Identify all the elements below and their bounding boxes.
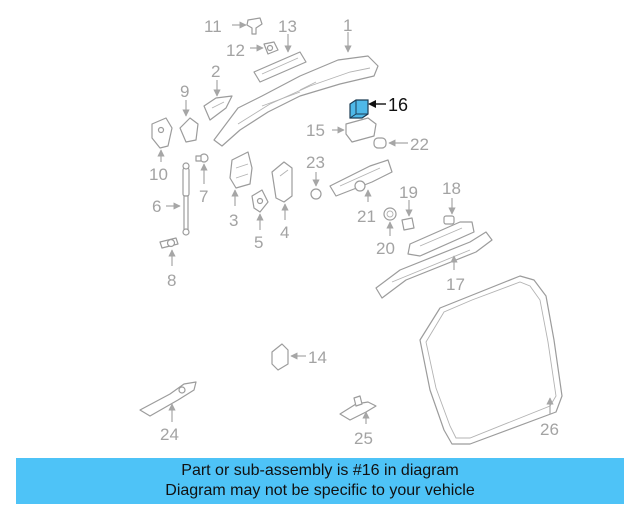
label-3: 3 [229, 211, 238, 230]
label-8: 8 [167, 271, 176, 290]
label-4: 4 [280, 223, 289, 242]
label-19: 19 [399, 183, 418, 202]
label-22: 22 [410, 135, 429, 154]
label-16: 16 [388, 95, 408, 115]
label-14: 14 [308, 348, 327, 367]
label-12: 12 [226, 41, 245, 60]
part-13-strip [253, 51, 307, 83]
label-5: 5 [254, 233, 263, 252]
banner-line-2: Diagram may not be specific to your vehi… [165, 482, 475, 499]
part-22-bump-stop [373, 137, 387, 149]
label-23: 23 [306, 153, 325, 172]
label-11: 11 [204, 17, 222, 36]
part-7-ball-stud [195, 153, 209, 163]
label-25: 25 [354, 429, 373, 448]
label-24: 24 [160, 425, 179, 444]
label-9: 9 [180, 82, 189, 101]
label-18: 18 [442, 179, 461, 198]
label-10: 10 [149, 165, 168, 184]
part-21-latch [329, 159, 393, 197]
label-26: 26 [540, 420, 559, 439]
part-8-ball-stud [159, 237, 179, 249]
part-4-cover [271, 161, 293, 203]
label-6: 6 [152, 197, 161, 216]
part-2-bracket [203, 95, 233, 121]
part-10-hinge [151, 117, 173, 149]
leader-16-head [368, 100, 376, 108]
part-19-clip [401, 217, 415, 231]
label-20: 20 [376, 239, 395, 258]
part-3-latch-bracket [229, 151, 253, 189]
part-26-weatherstrip [419, 275, 563, 445]
part-16-highlighted [349, 99, 369, 119]
part-18-garnish [407, 215, 475, 257]
label-13: 13 [278, 17, 297, 36]
part-24-stay [139, 381, 197, 417]
info-banner: Part or sub-assembly is #16 in diagram D… [16, 458, 624, 504]
part-9-hinge-cover [179, 117, 199, 143]
part-23-bolt [310, 188, 322, 200]
banner-line-1: Part or sub-assembly is #16 in diagram [181, 462, 459, 479]
part-14-buffer [271, 343, 289, 371]
label-1: 1 [343, 16, 352, 35]
part-20-lock-cylinder [383, 207, 397, 221]
label-17: 17 [446, 275, 465, 294]
label-2: 2 [211, 62, 220, 81]
part-5-bracket [251, 189, 269, 213]
label-7: 7 [199, 187, 208, 206]
part-1-spoiler [213, 55, 379, 147]
part-11-clip [246, 17, 263, 35]
parts-diagram: 1 13 11 12 2 9 10 7 [139, 16, 563, 448]
part-12-grommet [263, 41, 279, 55]
part-6-gas-strut [182, 162, 190, 236]
label-15: 15 [306, 121, 325, 140]
part-15-actuator [345, 117, 377, 143]
label-21: 21 [357, 207, 376, 226]
part-25-harness [339, 395, 377, 421]
